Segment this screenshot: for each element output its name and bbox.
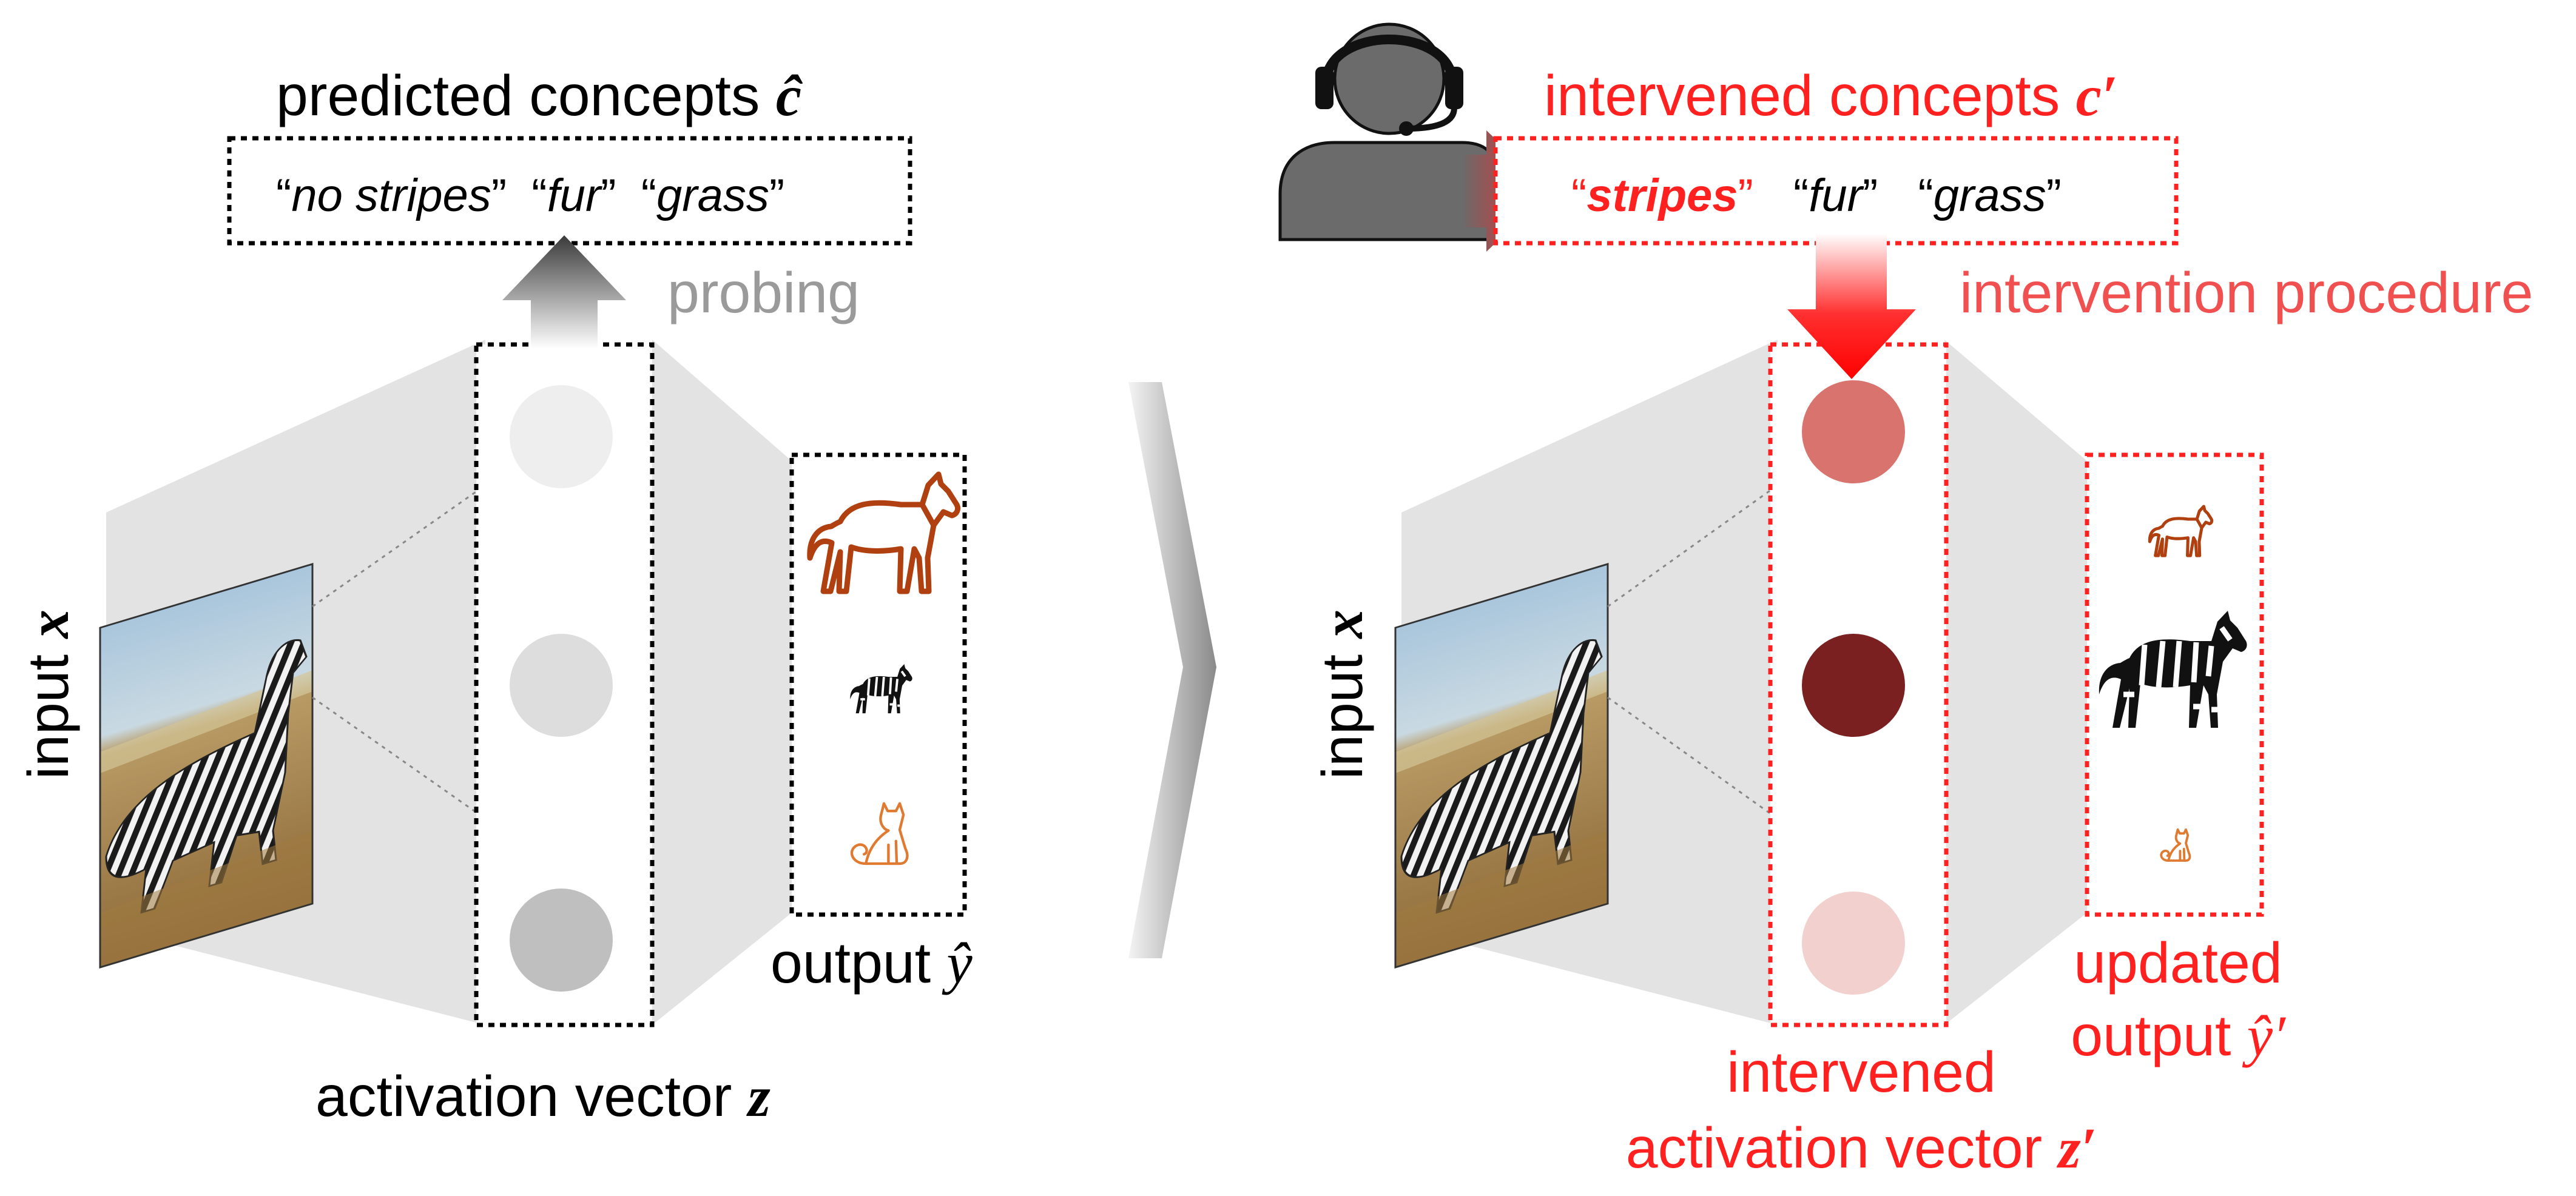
intervened-activation-label-2: activation vector z′ [1626, 1116, 2097, 1180]
human-icon [1278, 22, 1500, 241]
intervened-activation-label: intervened [1727, 1040, 1996, 1104]
output-funnel [652, 340, 792, 1025]
neuron-3 [1802, 892, 1905, 995]
neuron-2 [510, 634, 613, 737]
right-panel: intervened concepts c′ “stripes” “fur” “… [1278, 22, 2533, 1180]
photo-link-line [312, 696, 486, 820]
neuron-2 [1802, 634, 1905, 737]
input-label: input x [1310, 610, 1375, 779]
photo-link-line [1607, 484, 1778, 608]
neuron-1 [510, 385, 613, 488]
input-label: input x [16, 610, 81, 779]
photo-link-line [1607, 696, 1778, 820]
predicted-concepts-title: predicted concepts ĉ [276, 64, 803, 128]
transition-chevron [1128, 382, 1216, 958]
intervened-concepts-box [1493, 136, 2179, 246]
output-funnel [1944, 340, 2087, 1025]
probing-arrow [502, 235, 626, 349]
predicted-concept-list: “no stripes” “fur” “grass” [276, 170, 784, 221]
zebra-photo [99, 563, 314, 969]
output-label: output ŷ [770, 931, 973, 995]
zebra-photo [1394, 563, 1609, 969]
updated-output-label: updated [2074, 931, 2282, 995]
intervention-procedure-label: intervention procedure [1960, 261, 2533, 325]
left-panel: predicted concepts ĉ “no stripes” “fur” … [16, 64, 973, 1129]
predicted-concepts-box [227, 136, 912, 246]
activation-vector-label: activation vector z [315, 1064, 770, 1129]
neuron-1 [1802, 380, 1905, 483]
neuron-3 [510, 889, 613, 992]
intervened-concept-list: “stripes” “fur” “grass” [1571, 170, 2062, 221]
probing-label: probing [667, 261, 860, 325]
intervened-concepts-title: intervened concepts c′ [1544, 64, 2118, 128]
updated-output-label-2: output ŷ′ [2071, 1004, 2286, 1068]
photo-link-line [312, 484, 486, 608]
intervention-procedure-arrow [1787, 233, 1916, 379]
